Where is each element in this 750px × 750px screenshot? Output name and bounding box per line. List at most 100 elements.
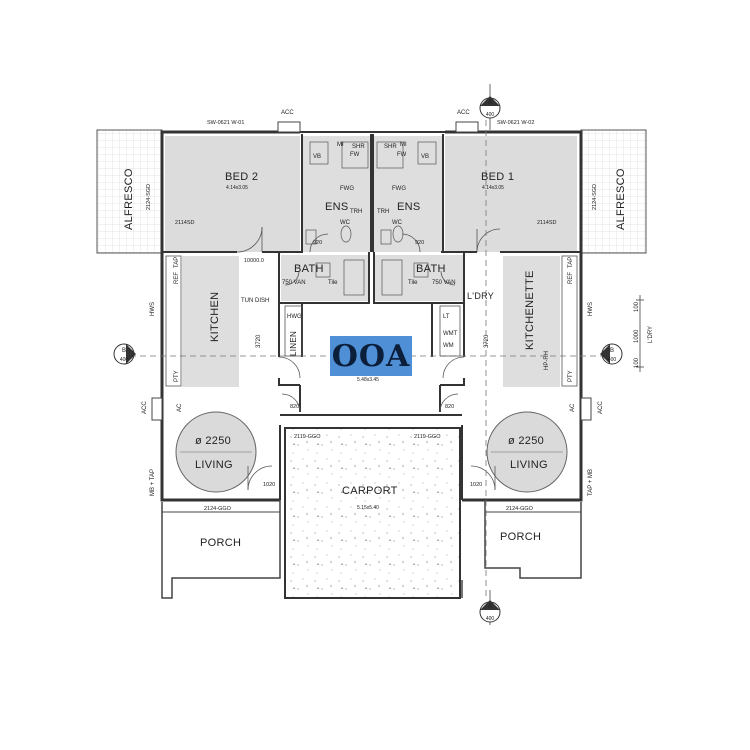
kitchen-benches — [165, 255, 578, 387]
kitchen-floor — [182, 256, 239, 387]
ooa-overlay-label: OOA — [330, 336, 412, 376]
alfresco-left-deck — [96, 129, 163, 254]
circle-left-label: ø 2250 — [195, 435, 231, 447]
bed1-size: 4.14x3.05 — [482, 185, 504, 191]
porch-left-label: PORCH — [200, 537, 241, 549]
fx-3720-left: 3720 — [256, 334, 262, 348]
alfresco-left-label: ALFRESCO — [123, 168, 135, 230]
fx-acc-top-right: ACC — [457, 110, 470, 116]
fx-tile-right: Tile — [408, 280, 418, 286]
fx-van-right: 750 VAN — [432, 280, 456, 286]
fx-acc-top-left: ACC — [281, 110, 294, 116]
bed2-door-dim: 2114SD — [175, 220, 194, 226]
door-920-right: 920 — [415, 240, 424, 246]
section-left-letter: B — [122, 348, 126, 354]
carport-right-dim: 2119-GGO — [414, 434, 441, 440]
bed1-floor — [445, 136, 577, 252]
bed1-door-dim: 2114SD — [537, 220, 556, 226]
fx-wc-right: WC — [392, 220, 403, 226]
door-1020-right: 1020 — [470, 482, 482, 488]
door-920-left: 920 — [313, 240, 322, 246]
section-marker-bottom: A 400 — [479, 590, 501, 625]
bed1-label: BED 1 — [481, 171, 514, 183]
section-right-letter: B — [610, 348, 614, 354]
fx-fw-right: FW — [397, 152, 407, 158]
fx-tun-dish: TUN DISH — [241, 298, 269, 304]
porch-left — [161, 500, 281, 599]
fx-1000-ldry: 1000 — [634, 329, 640, 343]
window-top-right: SW-0621 W-02 — [497, 120, 534, 126]
media-size: 5.48x3.45 — [357, 377, 379, 383]
section-left-num: 400 — [120, 357, 129, 363]
section-marker-left: B 400 — [113, 343, 136, 365]
ldry-label: L'DRY — [467, 291, 494, 301]
ldry-dimension — [636, 295, 644, 372]
living-left-label: LIVING — [195, 459, 233, 471]
fx-fwg-right: FWG — [392, 186, 406, 192]
carport-slab — [284, 427, 461, 599]
fx-shr-left: SHR — [352, 144, 365, 150]
window-top-left: SW-0621 W-01 — [207, 120, 244, 126]
fx-wmt: WMT — [443, 331, 458, 337]
fx-wc-left: WC — [340, 220, 351, 226]
fx-acc-right: ACC — [598, 401, 604, 414]
living-right-label: LIVING — [510, 459, 548, 471]
carport-size: 5.15x5.40 — [357, 505, 379, 511]
kitchenette-label: KITCHENETTE — [524, 270, 536, 350]
carport-label: CARPORT — [342, 485, 398, 497]
fx-pty-right: PTY — [568, 370, 574, 382]
ens-right-floor — [374, 136, 442, 252]
fx-ac-right: AC — [570, 403, 576, 412]
section-bottom-letter: A — [488, 604, 492, 610]
alfresco-left-dim: 2124-SGD — [146, 184, 152, 210]
porch-right-dim: 2124-GGO — [506, 506, 534, 512]
bath-right-floor — [375, 255, 463, 301]
fx-vb-right: VB — [421, 154, 429, 160]
fx-ref-left: REF — [174, 272, 180, 284]
section-marker-top: A 400 — [479, 84, 501, 130]
fx-acc-left: ACC — [142, 401, 148, 414]
section-top-num: 400 — [486, 112, 495, 118]
porch-right — [461, 500, 582, 598]
fx-ac-left: AC — [177, 403, 183, 412]
section-marker-right: B 400 — [600, 343, 623, 365]
fx-tap-mb: TAP + MB — [588, 469, 594, 496]
fx-hp-rh: HP-RH — [544, 351, 550, 370]
door-820-left: 820 — [290, 404, 299, 410]
fx-hws-right: HWS — [588, 302, 594, 316]
door-1020-left: 1020 — [263, 482, 275, 488]
kitchenette-floor — [503, 256, 560, 387]
bath-left-floor — [281, 255, 369, 301]
fx-tap-right: TAP — [568, 257, 574, 268]
wall-10000: 10000.0 — [244, 258, 264, 264]
door-820-right: 820 — [445, 404, 454, 410]
door-swings — [236, 226, 501, 491]
section-right-num: 400 — [608, 357, 617, 363]
circle-right-label: ø 2250 — [508, 435, 544, 447]
fx-lt: LT — [443, 314, 450, 320]
fx-tile-left: Tile — [328, 280, 338, 286]
fx-hws-left: HWS — [150, 302, 156, 316]
fx-wm: WM — [443, 343, 454, 349]
carport-left-dim: 2119-GGO — [294, 434, 321, 440]
fx-trh-right: TRH — [377, 209, 389, 215]
ens-left-label: ENS — [325, 201, 349, 213]
bed2-label: BED 2 — [225, 171, 258, 183]
fx-fw-left: FW — [350, 152, 360, 158]
ensuite-fixtures — [305, 141, 437, 296]
bed2-floor — [165, 136, 300, 252]
fx-mb-tap: MB + TAP — [150, 469, 156, 496]
fx-100-b: 100 — [634, 357, 640, 368]
interior-walls — [162, 134, 581, 500]
outer-walls — [160, 130, 583, 502]
fx-3720-right: 3720 — [484, 334, 490, 348]
ens-left-floor — [303, 136, 370, 252]
section-bottom-num: 400 — [486, 616, 495, 622]
window-marks — [151, 121, 592, 421]
fx-ldry-side: L'DRY — [648, 326, 654, 343]
porch-right-label: PORCH — [500, 531, 541, 543]
kitchen-label: KITCHEN — [209, 292, 221, 342]
linen-label: LINEN — [289, 331, 298, 356]
fx-100-a: 100 — [634, 301, 640, 312]
